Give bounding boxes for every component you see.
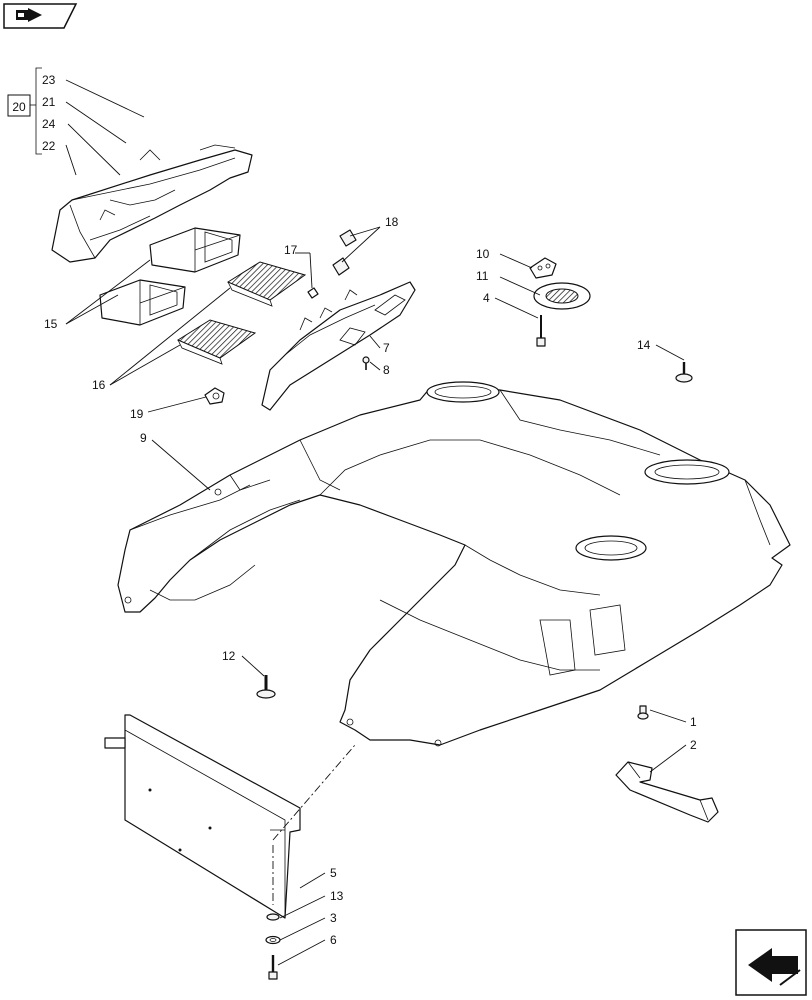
callout-15: 15 [44, 317, 58, 331]
air-vent-upper [149, 227, 241, 273]
bolt-6 [268, 955, 278, 980]
callout-9: 9 [140, 431, 147, 445]
grab-handle-2 [615, 761, 719, 823]
alignment-line [272, 744, 356, 905]
callout-22: 22 [42, 139, 56, 153]
callout-12: 12 [222, 649, 236, 663]
callout-13: 13 [330, 889, 344, 903]
air-vent-lower [99, 279, 186, 326]
sun-visor-plate-5 [104, 714, 301, 919]
callout-labels: 20 23 21 24 22 15 16 17 18 7 8 19 9 10 1… [12, 73, 697, 947]
clip-18 [332, 229, 357, 276]
air-duct-assembly [51, 144, 253, 263]
callout-21: 21 [42, 95, 56, 109]
callout-1: 1 [690, 715, 697, 729]
callout-20: 20 [12, 100, 26, 114]
screw-4 [536, 315, 546, 347]
callout-4: 4 [483, 291, 490, 305]
leader-lines [65, 79, 687, 966]
speaker-clip-10 [529, 257, 557, 279]
callout-3: 3 [330, 911, 337, 925]
vent-grille-upper [226, 261, 307, 307]
bolt-14 [675, 362, 693, 383]
callout-23: 23 [42, 73, 56, 87]
nut-13 [266, 913, 280, 921]
screw-8 [362, 356, 370, 370]
callout-11: 11 [476, 269, 489, 283]
vent-grille-lower [176, 319, 257, 365]
callout-2: 2 [690, 738, 697, 752]
callout-19: 19 [130, 407, 144, 421]
callout-16: 16 [92, 378, 106, 392]
callout-24: 24 [42, 117, 56, 131]
bolt-1 [637, 705, 649, 720]
fastener-19 [204, 387, 225, 405]
callout-17: 17 [284, 243, 298, 257]
book-arrow-icon[interactable] [3, 3, 78, 29]
roof-trim-panel [261, 281, 416, 411]
clip-17 [307, 287, 319, 299]
washer-3 [265, 935, 281, 945]
next-page-arrow-icon[interactable] [735, 929, 807, 996]
speaker-grille-11 [533, 282, 591, 310]
callout-18: 18 [385, 215, 399, 229]
callout-8: 8 [383, 363, 390, 377]
callout-14: 14 [637, 338, 651, 352]
callout-5: 5 [330, 866, 337, 880]
roof-headliner [117, 381, 791, 747]
bolt-12 [256, 675, 276, 699]
callout-6: 6 [330, 933, 337, 947]
assembly-bracket-20 [7, 67, 42, 155]
callout-7: 7 [383, 341, 390, 355]
callout-10: 10 [476, 247, 490, 261]
